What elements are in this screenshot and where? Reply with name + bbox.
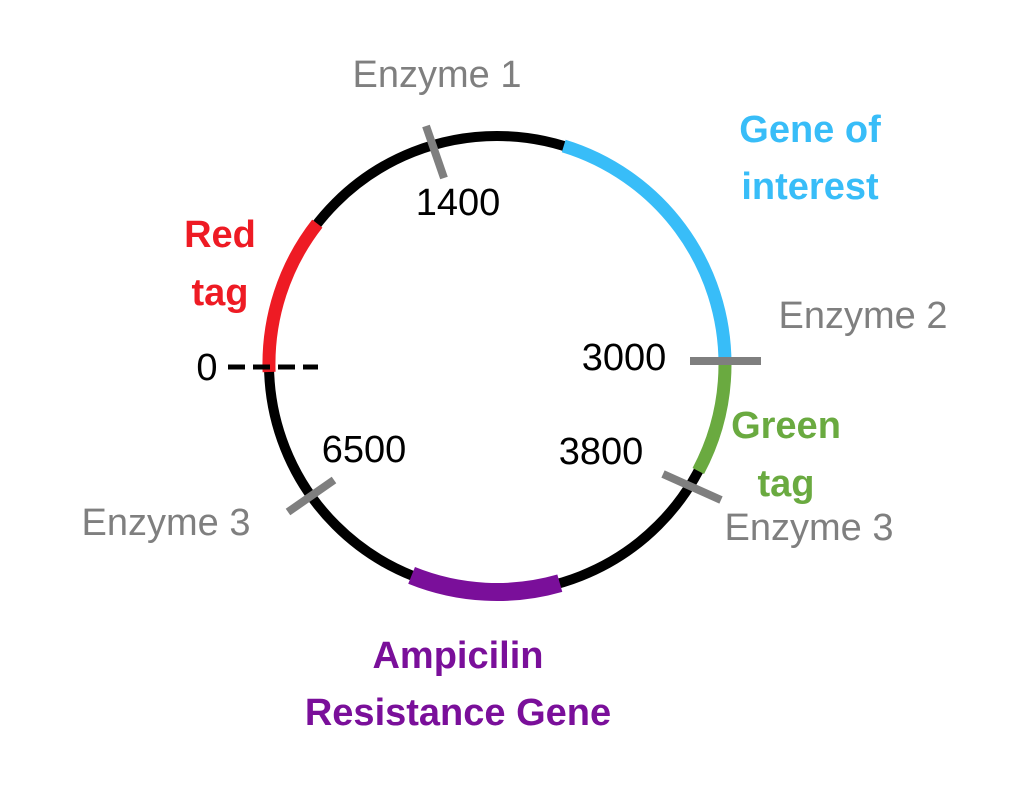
ampicilin-resistance-arc — [408, 567, 563, 601]
red-tag-label-line2: tag — [192, 272, 249, 314]
gene-of-interest-label-line2: interest — [741, 166, 879, 208]
green-tag-arc — [692, 363, 732, 475]
green-tag-label-line1: Green — [731, 405, 841, 447]
enzyme-2-label: Enzyme 2 — [779, 295, 948, 337]
enzyme-1-label: Enzyme 1 — [353, 54, 522, 96]
position-label-3800: 3800 — [559, 431, 644, 473]
red-tag-arc — [262, 219, 323, 373]
green-tag-label-line2: tag — [758, 463, 815, 505]
position-label-3000: 3000 — [582, 337, 667, 379]
enzyme-3-right-label: Enzyme 3 — [725, 507, 894, 549]
ampicilin-label-line2: Resistance Gene — [305, 692, 611, 734]
enzyme-1-cut-marker — [422, 124, 448, 180]
enzyme-3-left-cut-marker — [285, 476, 337, 516]
ampicilin-label-line1: Ampicilin — [372, 635, 543, 677]
position-label-1400: 1400 — [416, 182, 501, 224]
position-label-0: 0 — [196, 347, 217, 389]
position-label-6500: 6500 — [322, 429, 407, 471]
gene-of-interest-label-line1: Gene of — [739, 109, 881, 151]
enzyme-3-left-label: Enzyme 3 — [82, 502, 251, 544]
gene-of-interest-arc — [561, 139, 732, 365]
enzyme-3-right-cut-marker — [661, 470, 723, 504]
red-tag-label-line1: Red — [184, 214, 256, 256]
